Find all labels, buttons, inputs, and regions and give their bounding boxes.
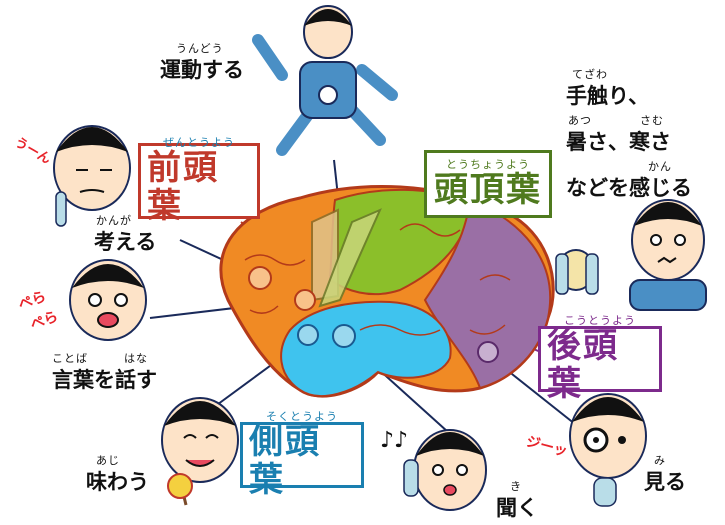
see-label: 見る: [644, 470, 686, 494]
sense-line-1: 手触り、: [566, 84, 650, 108]
occipital-lobe-box: こうとうよう 後頭葉: [538, 315, 662, 403]
area-think-dot: [248, 266, 272, 290]
character-think: [53, 125, 131, 227]
hear-label: 聞く: [496, 496, 538, 520]
parietal-lobe-name: 頭頂葉: [434, 170, 542, 210]
sense-line-2: 暑さ、寒さ: [566, 130, 671, 154]
occipital-lobe-name: 後頭葉: [547, 326, 619, 404]
character-hear: [403, 429, 487, 511]
area-taste-dot: [297, 324, 319, 346]
taste-reading: あじ: [96, 454, 120, 467]
parietal-lobe-box: とうちょうよう 頭頂葉: [424, 150, 552, 218]
speak-reading-b: はな: [124, 352, 148, 365]
exercise-reading: うんどう: [176, 42, 224, 55]
parietal-lobe-reading: とうちょうよう: [446, 158, 530, 171]
frontal-lobe-name: 前頭葉: [147, 148, 219, 226]
frontal-lobe-reading: ぜんとうよう: [163, 136, 235, 149]
hear-reading: き: [510, 480, 522, 493]
think-reading: かんが: [96, 214, 132, 227]
character-taste: [161, 397, 239, 506]
speak-label: 言葉を話す: [52, 368, 157, 392]
sense-line-3: などを感じる: [566, 176, 692, 200]
sense-reading-2a: あつ: [568, 114, 592, 127]
character-see: [569, 393, 647, 507]
character-speak: [69, 259, 147, 341]
temporal-region: [280, 300, 452, 398]
speak-reading-a: ことば: [52, 352, 88, 365]
temporal-lobe-reading: そくとうよう: [266, 410, 338, 423]
temporal-lobe-box: そくとうよう 側頭葉: [240, 411, 364, 499]
area-speak-dot: [294, 289, 316, 311]
sense-reading-2b: さむ: [640, 114, 664, 127]
taste-label: 味わう: [86, 470, 149, 494]
temporal-lobe-name: 側頭葉: [249, 422, 321, 500]
occipital-region: [423, 198, 552, 390]
exercise-label: 運動する: [160, 58, 244, 82]
sense-reading-1: てざわ: [572, 68, 608, 81]
area-see-dot: [477, 341, 499, 363]
area-hear-dot: [332, 324, 356, 348]
brain-folds: [244, 223, 511, 336]
occipital-lobe-reading: こうとうよう: [564, 314, 636, 327]
character-exercise: [252, 5, 398, 156]
frontal-lobe-box: ぜんとうよう 前頭葉: [138, 137, 260, 225]
see-reading: み: [654, 454, 666, 467]
sensory-strip: [318, 208, 382, 308]
sense-reading-3: かん: [648, 160, 672, 173]
character-sense: [555, 199, 707, 311]
think-label: 考える: [94, 230, 157, 254]
sfx-notes: ♪♪: [380, 428, 409, 453]
